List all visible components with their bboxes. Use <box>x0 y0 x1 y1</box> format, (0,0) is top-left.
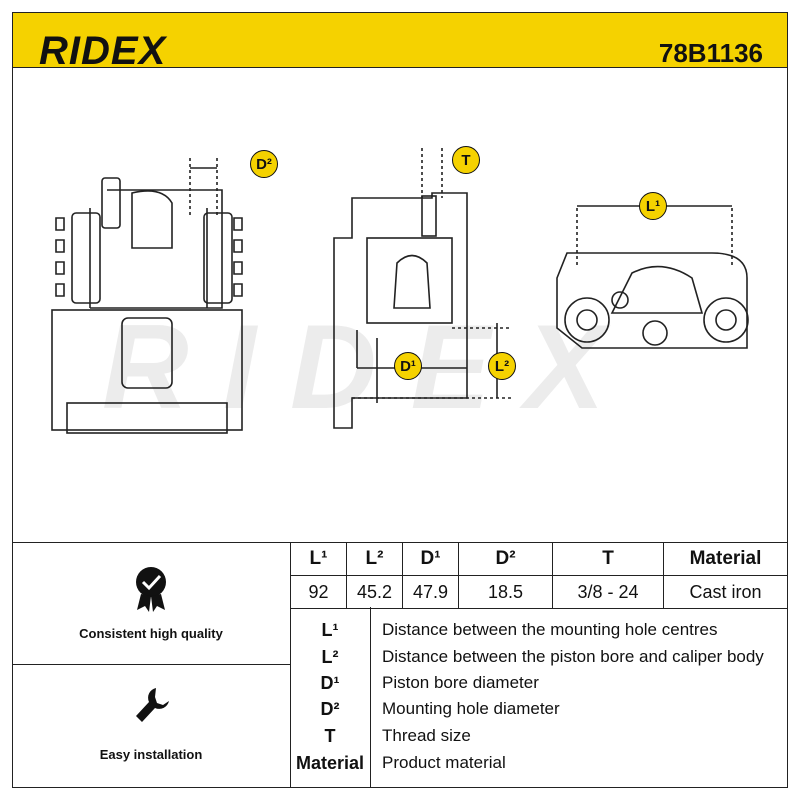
legend-desc: Distance between the mounting hole centr… <box>382 620 718 639</box>
brand-logo: RIDEX <box>39 29 167 73</box>
caliper-drawing <box>51 148 749 434</box>
legend-desc: Thread size <box>382 726 471 745</box>
legend-key: L² <box>321 647 339 667</box>
spec-value: 47.9 <box>402 575 459 609</box>
legend-row: L¹ Distance between the mounting hole ce… <box>290 620 788 646</box>
spec-value: 18.5 <box>458 575 553 609</box>
section-view <box>333 148 512 429</box>
top-view <box>556 205 749 349</box>
watermark: RIDEX <box>102 300 639 434</box>
badge-d2: D² <box>250 150 278 178</box>
legend-desc: Mounting hole diameter <box>382 699 560 718</box>
spec-header: T <box>552 542 664 576</box>
spec-value: Cast iron <box>663 575 788 609</box>
legend-key: T <box>324 726 336 746</box>
legend-row: D² Mounting hole diameter <box>290 699 788 725</box>
legend-row: D¹ Piston bore diameter <box>290 673 788 699</box>
badge-t: T <box>452 146 480 174</box>
spec-header-row: L¹ L² D¹ D² T Material <box>290 542 788 576</box>
spec-value: 45.2 <box>346 575 403 609</box>
wrench-icon <box>134 686 170 735</box>
legend-desc: Piston bore diameter <box>382 673 539 692</box>
spec-table: L¹ L² D¹ D² T Material 92 45.2 47.9 18.5… <box>290 542 788 609</box>
spec-value-row: 92 45.2 47.9 18.5 3/8 - 24 Cast iron <box>290 575 788 609</box>
technical-drawing: RIDEX <box>12 68 788 543</box>
spec-header: Material <box>663 542 788 576</box>
features-column: Consistent high quality Easy installatio… <box>12 542 291 788</box>
spec-header: D¹ <box>402 542 459 576</box>
legend-key: D¹ <box>320 673 340 693</box>
legend-row: L² Distance between the piston bore and … <box>290 647 788 673</box>
spec-header: L¹ <box>290 542 347 576</box>
feature-label-quality: Consistent high quality <box>79 626 223 641</box>
legend-desc: Product material <box>382 753 506 772</box>
spec-value: 3/8 - 24 <box>552 575 664 609</box>
badge-d1: D¹ <box>394 352 422 380</box>
legend: L¹ Distance between the mounting hole ce… <box>290 607 788 788</box>
legend-desc: Distance between the piston bore and cal… <box>382 647 764 666</box>
spec-value: 92 <box>290 575 347 609</box>
part-number: 78B1136 <box>658 38 763 68</box>
legend-row: T Thread size <box>290 726 788 752</box>
spec-header: L² <box>346 542 403 576</box>
legend-row: Material Product material <box>290 753 788 779</box>
feature-divider <box>12 664 290 665</box>
legend-divider <box>370 607 371 788</box>
quality-badge-icon <box>133 566 169 617</box>
header-bar: RIDEX 78B1136 <box>12 12 788 73</box>
legend-key: D² <box>320 699 340 719</box>
front-view <box>51 158 243 434</box>
badge-l1: L¹ <box>639 192 667 220</box>
legend-key: L¹ <box>321 620 339 640</box>
legend-key: Material <box>295 753 365 773</box>
badge-l2: L² <box>488 352 516 380</box>
spec-header: D² <box>458 542 553 576</box>
feature-label-installation: Easy installation <box>99 747 203 762</box>
